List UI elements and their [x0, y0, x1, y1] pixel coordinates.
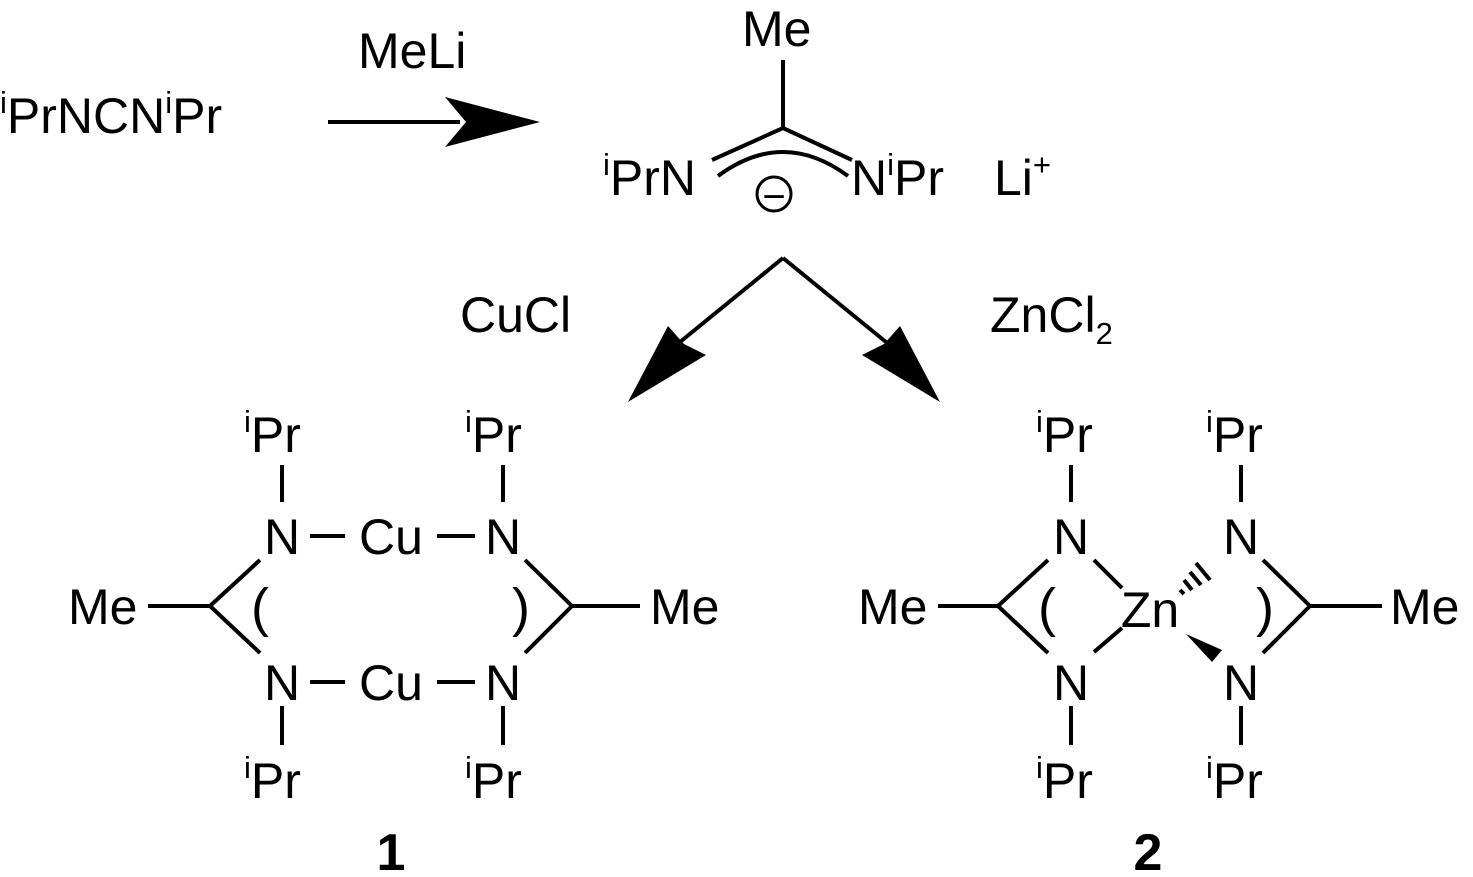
- reactant-formula: iPrNCNiPr: [0, 85, 222, 144]
- c2-ipr-top-right: iPr: [1206, 404, 1263, 463]
- c2-bold-wedge-bond: [1186, 634, 1222, 662]
- c1-paren-left: (: [251, 578, 269, 638]
- lithium-counterion: Li+: [994, 147, 1051, 206]
- compound-1-number: 1: [377, 824, 406, 877]
- c1-n-bottom-left: N: [264, 655, 300, 711]
- c2-hashed-wedge-bond: [1178, 561, 1212, 596]
- reagent-zncl2: ZnCl2: [990, 287, 1113, 351]
- amidinate-methyl: Me: [742, 1, 811, 57]
- negative-charge-circle: [755, 175, 793, 213]
- reagent-meli: MeLi: [358, 23, 466, 79]
- c2-n-top-left: N: [1053, 509, 1089, 565]
- c2-zn: Zn: [1121, 582, 1179, 638]
- c2-methyl-right: Me: [1390, 579, 1459, 635]
- c2-n-bottom-right: N: [1223, 655, 1259, 711]
- amidinate-left-n: iPrN: [603, 147, 696, 206]
- reagent-cucl: CuCl: [460, 287, 571, 343]
- reaction-arrow-to-2: [781, 256, 940, 402]
- c2-n-top-right: N: [1223, 509, 1259, 565]
- reaction-arrow-to-1: [628, 256, 785, 402]
- c1-ipr-top-right: iPr: [465, 404, 522, 463]
- c1-ipr-top-left: iPr: [244, 404, 301, 463]
- amidinate-cn-bond-right: [782, 126, 853, 162]
- compound-2-structure: iPr iPr iPr iPr N N N N Zn: [858, 404, 1459, 809]
- c1-n-top-left: N: [264, 509, 300, 565]
- c2-paren-right: ): [1256, 578, 1274, 638]
- compound-2-number: 2: [1134, 824, 1163, 877]
- amidinate-delocalization-arc: [716, 150, 850, 178]
- c1-paren-right: ): [512, 578, 530, 638]
- c1-cu-bottom: Cu: [359, 655, 423, 711]
- amidinate-cn-bond-left: [711, 126, 784, 162]
- negative-charge-sign: −: [762, 175, 785, 219]
- c2-ipr-bottom-left: iPr: [1036, 750, 1093, 809]
- c1-methyl-left: Me: [68, 579, 137, 635]
- c1-n-bottom-right: N: [485, 655, 521, 711]
- c1-methyl-right: Me: [650, 579, 719, 635]
- amidinate-right-n: NiPr: [851, 147, 944, 206]
- c1-ipr-bottom-left: iPr: [244, 750, 301, 809]
- c2-methyl-left: Me: [858, 579, 927, 635]
- c2-paren-left: (: [1038, 578, 1056, 638]
- c2-ipr-top-left: iPr: [1036, 404, 1093, 463]
- reaction-arrow-1: [328, 97, 540, 147]
- c1-ipr-bottom-right: iPr: [465, 750, 522, 809]
- c1-n-top-right: N: [485, 509, 521, 565]
- c2-ipr-bottom-right: iPr: [1206, 750, 1263, 809]
- c1-cu-top: Cu: [359, 509, 423, 565]
- compound-1-structure: iPr iPr iPr iPr N N N N Cu Cu Me Me ( ): [68, 404, 719, 809]
- c2-n-bottom-left: N: [1053, 655, 1089, 711]
